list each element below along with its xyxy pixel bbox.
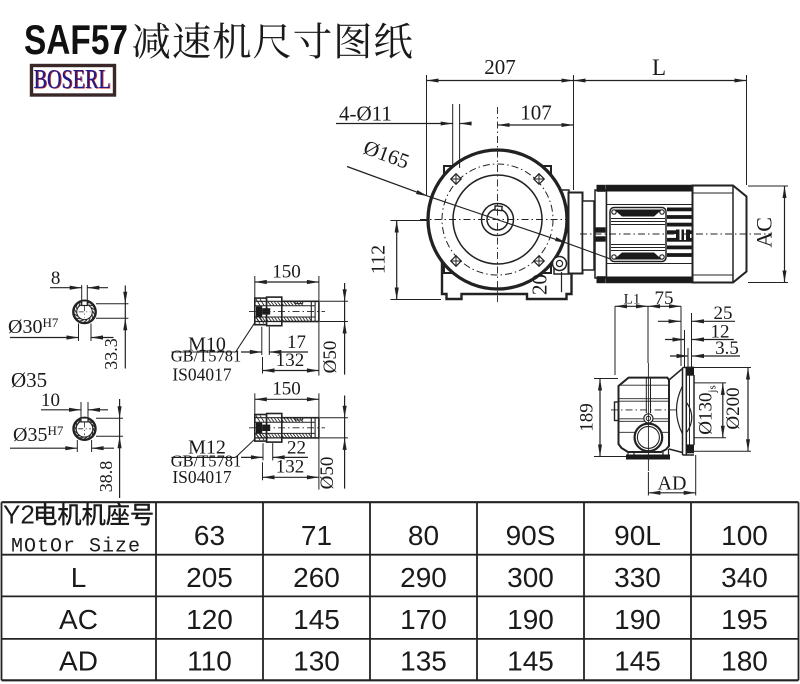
svg-text:135: 135 [400, 646, 447, 677]
svg-text:AD: AD [59, 646, 98, 677]
svg-text:L: L [652, 55, 666, 80]
svg-text:Ø50: Ø50 [317, 457, 338, 490]
svg-text:150: 150 [272, 261, 301, 282]
svg-text:AC: AC [59, 604, 98, 635]
svg-text:Ø35: Ø35 [11, 368, 47, 392]
svg-text:260: 260 [293, 562, 340, 593]
svg-text:IS04017: IS04017 [172, 365, 232, 385]
svg-text:80: 80 [408, 520, 439, 551]
svg-text:MOtOr Size: MOtOr Size [11, 536, 140, 559]
svg-text:3.5: 3.5 [715, 338, 739, 359]
svg-text:17: 17 [287, 332, 306, 353]
svg-text:300: 300 [507, 562, 554, 593]
svg-text:33.3: 33.3 [101, 338, 121, 370]
svg-text:130: 130 [293, 646, 340, 677]
svg-text:BOSERL: BOSERL [35, 65, 112, 95]
svg-text:170: 170 [400, 604, 447, 635]
svg-text:M10: M10 [188, 333, 226, 355]
svg-text:SAF57: SAF57 [24, 16, 128, 63]
svg-text:63: 63 [194, 520, 225, 551]
svg-text:205: 205 [186, 562, 233, 593]
svg-text:110: 110 [187, 646, 232, 677]
svg-text:150: 150 [272, 379, 301, 400]
svg-text:190: 190 [507, 604, 554, 635]
svg-text:BOSERL: BOSERL [34, 64, 111, 94]
svg-text:207: 207 [484, 55, 516, 79]
svg-text:189: 189 [577, 403, 598, 432]
svg-text:AC: AC [752, 217, 777, 248]
svg-text:75: 75 [655, 288, 674, 309]
svg-text:Ø30H7: Ø30H7 [8, 315, 59, 338]
svg-text:290: 290 [400, 562, 447, 593]
svg-text:8: 8 [51, 268, 61, 289]
svg-text:190: 190 [614, 604, 661, 635]
svg-text:145: 145 [614, 646, 661, 677]
svg-text:L1: L1 [624, 292, 641, 308]
svg-text:107: 107 [520, 101, 552, 125]
svg-text:340: 340 [721, 562, 768, 593]
svg-text:Ø35H7: Ø35H7 [13, 423, 64, 446]
svg-text:M12: M12 [188, 437, 226, 459]
svg-text:132: 132 [276, 350, 305, 371]
svg-text:Y2: Y2 [3, 500, 35, 530]
svg-text:145: 145 [293, 604, 340, 635]
svg-text:10: 10 [41, 390, 60, 411]
svg-text:AD: AD [658, 473, 687, 495]
svg-text:Ø50: Ø50 [320, 341, 341, 374]
svg-text:Ø130js: Ø130js [696, 385, 719, 435]
svg-text:145: 145 [507, 646, 554, 677]
svg-text:GB/T5781: GB/T5781 [171, 452, 242, 471]
svg-text:22: 22 [287, 437, 306, 458]
svg-text:Ø165: Ø165 [360, 135, 412, 174]
svg-text:132: 132 [276, 457, 305, 478]
svg-text:180: 180 [721, 646, 768, 677]
svg-text:195: 195 [721, 604, 768, 635]
svg-text:71: 71 [301, 520, 332, 551]
svg-text:20: 20 [528, 274, 552, 295]
svg-text:L: L [71, 562, 87, 593]
svg-text:330: 330 [614, 562, 661, 593]
svg-text:38.8: 38.8 [96, 461, 116, 493]
svg-text:Ø200: Ø200 [723, 387, 744, 429]
svg-text:90S: 90S [506, 520, 556, 551]
svg-text:90L: 90L [614, 520, 661, 551]
svg-text:25: 25 [714, 303, 733, 324]
svg-text:120: 120 [186, 604, 233, 635]
svg-text:100: 100 [721, 520, 768, 551]
svg-text:4-Ø11: 4-Ø11 [339, 102, 392, 126]
svg-text:IS04017: IS04017 [172, 467, 232, 487]
svg-text:112: 112 [368, 245, 390, 274]
svg-text:GB/T5781: GB/T5781 [171, 346, 242, 365]
svg-text:12: 12 [711, 322, 730, 343]
